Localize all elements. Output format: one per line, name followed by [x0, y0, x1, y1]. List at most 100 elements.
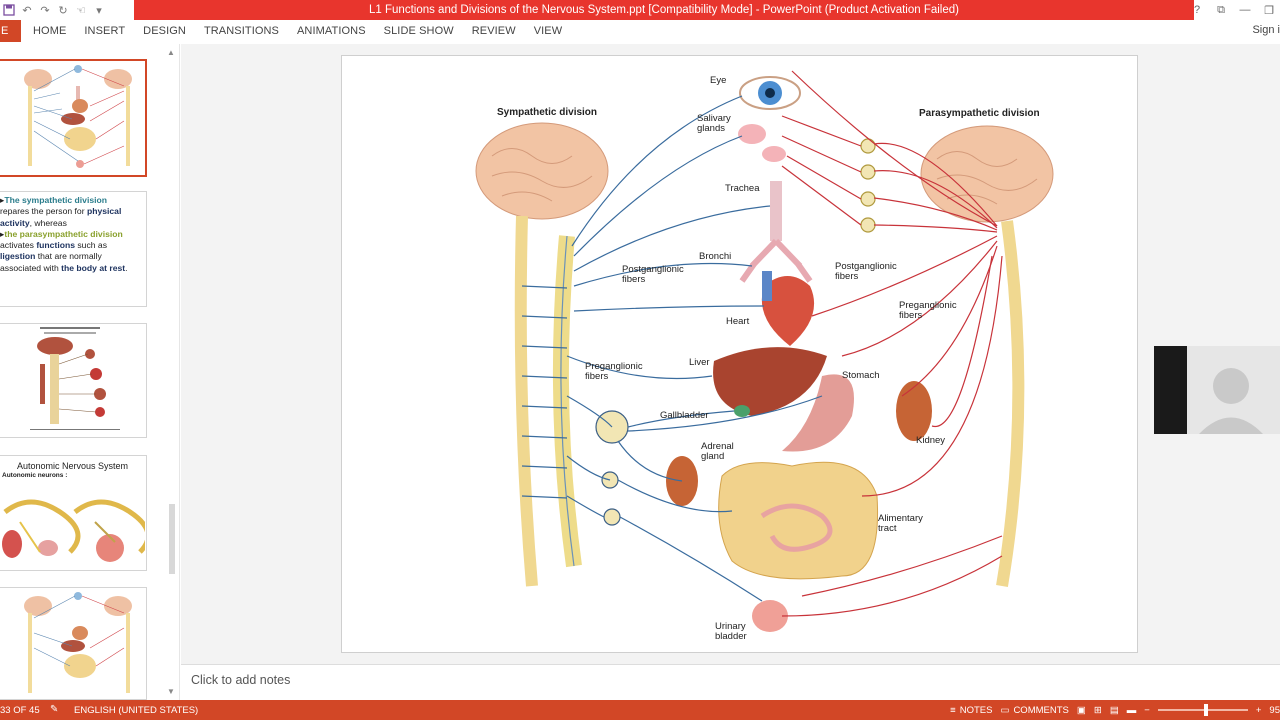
nervous-system-thumbnail-image	[24, 65, 132, 168]
left-brain	[475, 122, 609, 220]
urinary-bladder	[752, 600, 788, 632]
zoom-level[interactable]: 95	[1269, 704, 1280, 716]
right-spinal-cord	[996, 220, 1025, 587]
label-alimentary-tract: Alimentary tract	[878, 513, 923, 534]
notes-placeholder[interactable]: Click to add notes	[191, 673, 291, 687]
window-controls: ? ⧉ — ❐	[1190, 0, 1280, 20]
kidney	[896, 381, 932, 441]
reading-view-icon[interactable]: ▤	[1109, 704, 1119, 716]
trachea	[770, 181, 782, 241]
reflex-arc-thumbnail-image	[2, 499, 145, 562]
ribbon-tabs: E HOME INSERT DESIGN TRANSITIONS ANIMATI…	[0, 20, 1280, 42]
sympathetic-fibers	[521, 95, 823, 602]
normal-view-icon[interactable]: ▣	[1076, 704, 1086, 716]
slide-sorter-icon[interactable]: ⊞	[1093, 704, 1102, 716]
zoom-slider[interactable]	[1157, 704, 1248, 716]
thumbnail-title: Autonomic Nervous System	[16, 461, 129, 471]
label-parasympathetic-division: Parasympathetic division	[919, 108, 1040, 119]
salivary-gland	[738, 124, 766, 144]
right-brain	[920, 125, 1054, 223]
tab-home[interactable]: HOME	[33, 25, 67, 37]
repeat-icon[interactable]: ↻	[58, 4, 68, 17]
label-sympathetic-division: Sympathetic division	[497, 107, 598, 118]
minimize-icon[interactable]: —	[1239, 4, 1251, 16]
slide-canvas[interactable]: Sympathetic division Parasympathetic div…	[341, 55, 1138, 653]
scroll-down-icon[interactable]: ▼	[167, 687, 175, 696]
label-preganglionic-right: Preganglionic fibers	[899, 300, 957, 321]
restore-icon[interactable]: ❐	[1264, 4, 1274, 17]
bronchi	[739, 238, 813, 283]
redo-icon[interactable]: ↷	[40, 4, 50, 17]
user-avatar-icon	[1199, 368, 1263, 434]
thumbnail-subtitle: Autonomic neurons :	[2, 472, 68, 479]
autonomic-nervous-system-diagram	[475, 70, 1054, 632]
label-urinary-bladder: Urinary bladder	[715, 621, 747, 642]
slide-thumbnail-text[interactable]: ▸The sympathetic division repares the pe…	[0, 191, 147, 307]
label-bronchi: Bronchi	[699, 251, 732, 262]
tab-transitions[interactable]: TRANSITIONS	[203, 25, 279, 37]
zoom-out-icon[interactable]: −	[1144, 704, 1150, 716]
save-icon[interactable]	[2, 3, 16, 17]
title-bar: ↶ ↷ ↻ ☜ ▾ L1 Functions and Divisions of …	[0, 0, 1280, 20]
window-title: L1 Functions and Divisions of the Nervou…	[134, 0, 1194, 20]
parasympathetic-ganglia	[860, 138, 876, 233]
slideshow-icon[interactable]: ▬	[1126, 704, 1137, 716]
label-postganglionic-right: Postganglionic fibers	[835, 261, 897, 282]
slide-thumbnail-autonomic[interactable]: Autonomic Nervous System Autonomic neuro…	[0, 455, 147, 571]
parasympathetic-fibers	[781, 70, 1003, 617]
thumbnail-scrollbar[interactable]: ▲ ▼	[165, 48, 178, 696]
label-preganglionic-left: Preganglionic fibers	[585, 361, 643, 382]
heart	[761, 276, 815, 346]
touch-mode-icon[interactable]: ☜	[76, 4, 86, 17]
label-eye: Eye	[710, 75, 727, 86]
tab-animations[interactable]: ANIMATIONS	[297, 25, 366, 37]
label-adrenal-gland: Adrenal gland	[701, 441, 734, 462]
label-salivary-glands: Salivary glands	[697, 113, 731, 134]
notes-button[interactable]: ≡NOTES	[950, 704, 993, 716]
label-liver: Liver	[689, 357, 710, 368]
status-bar: 33 OF 45 ✎ ENGLISH (UNITED STATES) ≡NOTE…	[0, 700, 1280, 720]
tab-file[interactable]: E	[0, 20, 21, 42]
slide-thumbnail-sympathetic-diagram[interactable]	[0, 323, 147, 438]
tab-view[interactable]: VIEW	[533, 25, 563, 37]
quick-access-toolbar: ↶ ↷ ↻ ☜ ▾	[0, 0, 106, 20]
customize-icon[interactable]: ▾	[96, 4, 102, 17]
slide-thumbnail-selected[interactable]	[0, 59, 147, 177]
zoom-slider-knob[interactable]	[1203, 704, 1208, 716]
stomach	[782, 374, 854, 452]
label-stomach: Stomach	[842, 370, 880, 381]
tab-design[interactable]: DESIGN	[143, 25, 186, 37]
scroll-up-icon[interactable]: ▲	[167, 48, 175, 57]
scrollbar-thumb[interactable]	[169, 504, 175, 574]
tab-review[interactable]: REVIEW	[471, 25, 516, 37]
thumbnail-text-block: ▸The sympathetic division repares the pe…	[0, 195, 128, 273]
slide-thumbnail-nervous-system[interactable]	[0, 587, 147, 700]
sympathetic-thumbnail-image	[30, 327, 120, 430]
tab-slide-show[interactable]: SLIDE SHOW	[383, 25, 454, 37]
comments-button[interactable]: ▭COMMENTS	[1000, 704, 1069, 716]
sign-in-link[interactable]: Sign i	[1252, 24, 1280, 36]
gallbladder	[734, 405, 750, 417]
left-spinal-cord	[514, 215, 538, 587]
language-indicator[interactable]: ENGLISH (UNITED STATES)	[74, 705, 199, 716]
zoom-in-icon[interactable]: +	[1255, 704, 1262, 716]
label-gallbladder: Gallbladder	[660, 410, 709, 421]
help-icon[interactable]: ?	[1193, 4, 1201, 16]
label-postganglionic-left: Postganglionic fibers	[622, 264, 684, 285]
slide-thumbnail-panel: ▸The sympathetic division repares the pe…	[0, 44, 180, 700]
notes-pane[interactable]: Click to add notes	[181, 664, 1280, 700]
liver	[713, 347, 827, 416]
proofing-icon[interactable]: ✎	[50, 704, 59, 715]
undo-icon[interactable]: ↶	[22, 4, 32, 17]
notes-icon: ≡	[950, 704, 956, 716]
ribbon-display-icon[interactable]: ⧉	[1217, 3, 1225, 16]
nervous-system-thumbnail-image-2	[24, 592, 132, 693]
intestines	[718, 461, 879, 580]
slide-editing-area: Sympathetic division Parasympathetic div…	[181, 44, 1280, 664]
comment-icon: ▭	[1000, 704, 1010, 716]
tab-insert[interactable]: INSERT	[84, 25, 126, 37]
label-trachea: Trachea	[725, 183, 760, 194]
sympathetic-ganglia	[595, 410, 629, 526]
label-kidney: Kidney	[916, 435, 946, 446]
slide-counter: 33 OF 45	[0, 705, 40, 716]
